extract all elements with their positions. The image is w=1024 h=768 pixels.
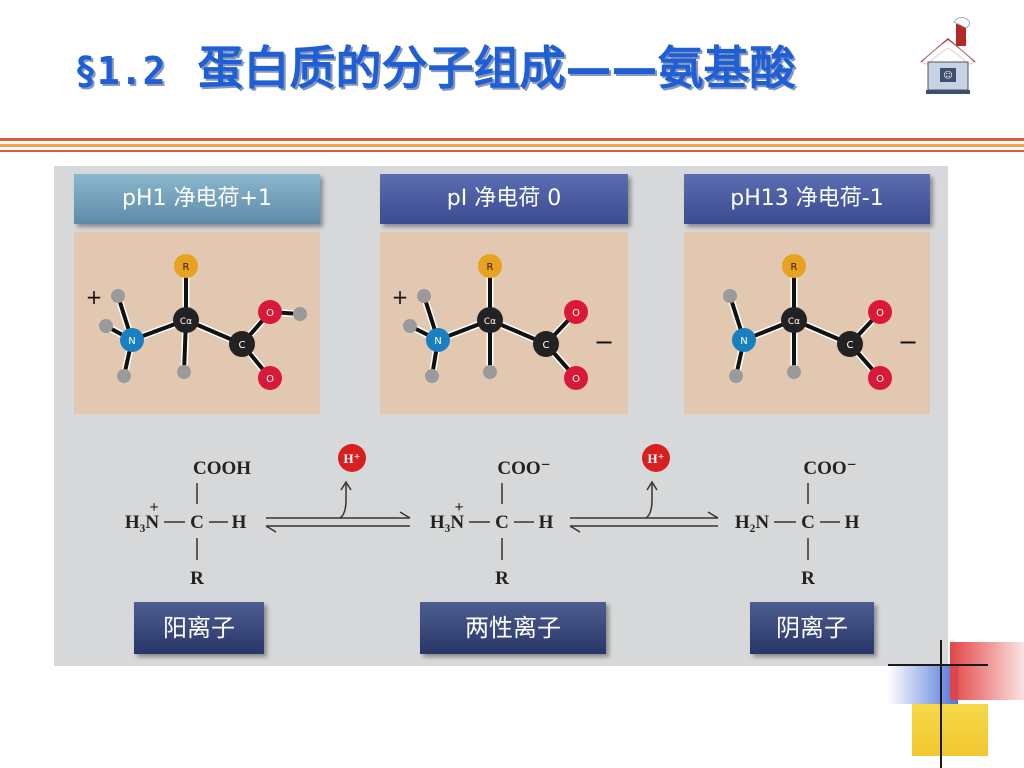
species-alpha-carbon: C [495, 512, 509, 533]
equilibrium-arrow-1 [265, 480, 411, 533]
atom-o-label: O [876, 308, 884, 319]
condition-header-pi: pI 净电荷 0 [380, 174, 628, 224]
species-plus: + [149, 499, 158, 516]
decor-vertical-line [940, 640, 942, 768]
species-amine: H₃N [125, 512, 159, 533]
atom-c-label: C [239, 340, 246, 351]
species-r-group: R [190, 568, 204, 589]
ion-label-cation: 阳离子 [134, 602, 264, 654]
title-rule-orange [0, 144, 1024, 147]
species-r-group: R [495, 568, 509, 589]
atom-o-label: O [876, 374, 884, 385]
species-cation: COOH H₃N + C H R [125, 458, 251, 589]
decor-blue-block [888, 664, 958, 704]
molecule-card-cation: R N Cα C O O + [74, 232, 320, 414]
ion-label-anion: 阴离子 [750, 602, 874, 654]
atom-r-label: R [487, 262, 494, 273]
molecule-card-zwitterion: R N Cα C O O + − [380, 232, 628, 414]
species-top-group: COO⁻ [497, 458, 550, 479]
atom-n-label: N [128, 336, 135, 347]
slide-title: §1.2 蛋白质的分子组成——氨基酸 [74, 38, 796, 98]
species-amine: H₃N [430, 512, 464, 533]
equilibrium-arrow-2 [569, 480, 719, 533]
proton-label: H⁺ [648, 451, 665, 466]
atom-c-label: C [543, 340, 550, 351]
title-rule-red-thin [0, 150, 1024, 152]
molecule-card-anion: R N Cα C O O − [684, 232, 930, 414]
species-plus: + [454, 499, 463, 516]
species-hydrogen: H [845, 512, 860, 533]
charge-plus: + [392, 285, 409, 309]
atom-r-label: R [791, 262, 798, 273]
atom-ca-label: Cα [484, 317, 496, 327]
charge-plus: + [86, 285, 103, 309]
atom-n-label: N [434, 336, 441, 347]
molecule-model-zwitterion: R N Cα C O O + − [392, 254, 614, 390]
decor-yellow-block [912, 704, 988, 756]
decor-horizontal-line [888, 664, 988, 666]
proton-icon [338, 444, 366, 472]
title-text: 蛋白质的分子组成——氨基酸 [197, 41, 796, 95]
species-r-group: R [801, 568, 815, 589]
atom-n-label: N [740, 336, 747, 347]
species-zwitterion: COO⁻ H₃N + C H R [430, 458, 554, 589]
species-hydrogen: H [232, 512, 247, 533]
species-top-group: COO⁻ [803, 458, 856, 479]
atom-o-label: O [266, 374, 274, 385]
atom-r-label: R [183, 262, 190, 273]
diagram-panel: pH1 净电荷+1 pI 净电荷 0 pH13 净电荷-1 [54, 166, 948, 666]
species-anion: COO⁻ H₂N C H R [735, 458, 860, 589]
charge-minus: − [898, 328, 918, 356]
species-alpha-carbon: C [190, 512, 204, 533]
proton-label: H⁺ [344, 451, 361, 466]
molecule-model-anion: R N Cα C O O − [723, 254, 918, 390]
equilibrium-diagram: COOH H₃N + C H R H⁺ COO⁻ H₃N + [125, 444, 860, 589]
atom-c-label: C [847, 340, 854, 351]
decor-red-block [950, 642, 1024, 700]
atom-o-label: O [572, 308, 580, 319]
atom-o-label: O [266, 308, 274, 319]
charge-minus: − [594, 328, 614, 356]
ion-label-zwitterion: 两性离子 [420, 602, 606, 654]
proton-icon [642, 444, 670, 472]
species-hydrogen: H [539, 512, 554, 533]
species-alpha-carbon: C [801, 512, 815, 533]
condition-header-ph13: pH13 净电荷-1 [684, 174, 930, 224]
species-amine: H₂N [735, 512, 769, 533]
atom-ca-label: Cα [788, 317, 800, 327]
condition-header-ph1: pH1 净电荷+1 [74, 174, 320, 224]
svg-text:☺: ☺ [943, 70, 952, 81]
species-top-group: COOH [193, 458, 251, 479]
section-number: §1.2 [74, 49, 166, 93]
atom-o-label: O [572, 374, 580, 385]
house-icon[interactable]: ☺ [918, 16, 978, 96]
atom-ca-label: Cα [180, 317, 192, 327]
molecule-model-cation: R N Cα C O O + [86, 254, 307, 390]
title-rule-red [0, 138, 1024, 141]
